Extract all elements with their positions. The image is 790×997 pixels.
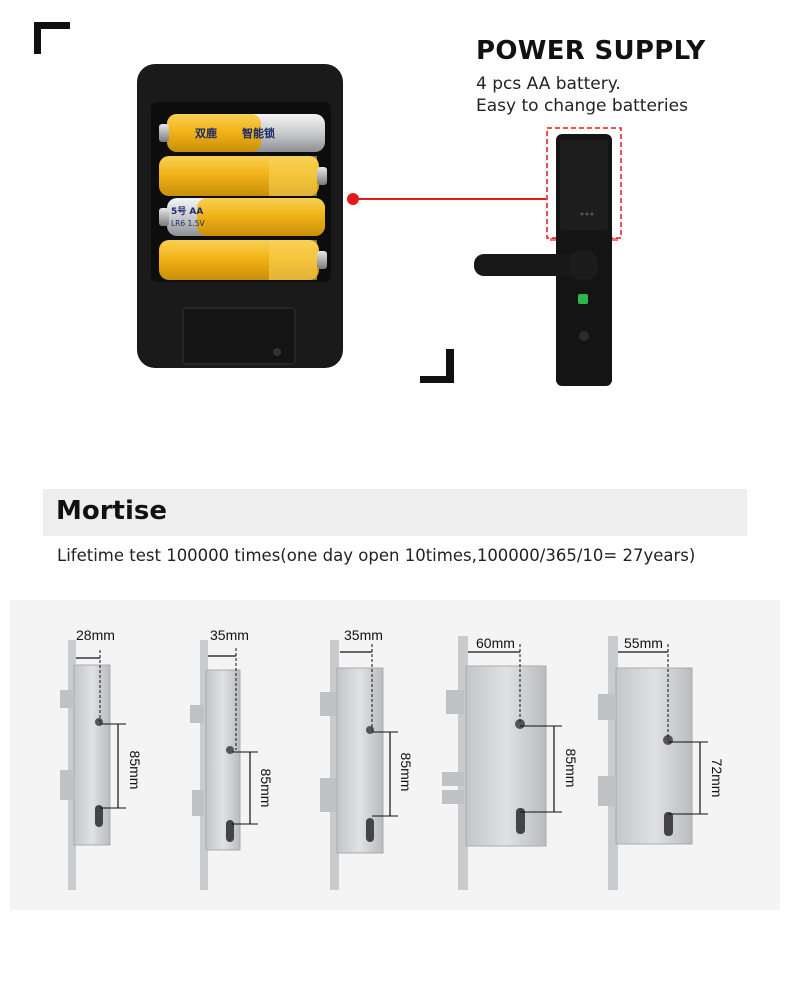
mortise-1-center: 85mm [127,751,143,790]
mortise-model-55mm: 55mm 72mm [598,635,725,890]
reset-button-icon [273,348,281,356]
callout-line [353,198,546,200]
battery-1: 双鹿 智能锁 [159,114,325,152]
mortise-model-35mm-b: 35mm 85mm [320,627,414,890]
mortise-4-backset: 60mm [476,635,515,651]
battery-3-spec: LR6 1.5V [171,219,205,228]
battery-compartment-image: 双鹿 智能锁 5号 AA LR6 1.5V [137,64,343,368]
lock-handle [474,254,586,276]
mortise-3-center: 85mm [398,753,414,792]
mortise-model-35mm-a: 35mm 85mm [190,627,274,890]
battery-1-brand2: 智能锁 [242,126,275,140]
battery-3: 5号 AA LR6 1.5V [159,198,325,236]
mortise-3-backset: 35mm [344,627,383,643]
smart-lock-front-image [474,127,622,386]
mortise-model-60mm: 60mm 85mm [442,635,579,890]
corner-bracket-top-left [34,22,70,29]
mortise-1-backset: 28mm [76,627,115,643]
mortise-4-center: 85mm [563,749,579,788]
power-supply-easy-change: Easy to change batteries [476,96,688,116]
corner-bracket-bottom-right-vertical [446,349,454,383]
mortise-2-backset: 35mm [210,627,249,643]
corner-bracket-bottom-right [420,376,454,383]
mortise-5-center: 72mm [709,759,725,798]
keyhole-icon [579,331,589,341]
mortise-title: Mortise [56,496,168,526]
power-supply-battery-count: 4 pcs AA battery. [476,74,621,94]
battery-2 [159,156,327,196]
battery-3-size: 5号 AA [171,206,203,217]
indicator-light-icon [578,294,588,304]
mortise-2-center: 85mm [258,769,274,808]
callout-dot [347,193,359,205]
power-supply-title: POWER SUPPLY [476,36,706,66]
battery-1-brand: 双鹿 [195,126,217,140]
mortise-section-header: Mortise [43,489,747,536]
corner-bracket-top-left-vertical [34,22,41,54]
mortise-model-28mm: 28mm 85mm [60,627,143,890]
battery-4 [159,240,327,280]
mortise-5-backset: 55mm [624,635,663,651]
battery-cover-latch [182,307,296,365]
mortise-lifetime-test: Lifetime test 100000 times(one day open … [57,546,696,565]
